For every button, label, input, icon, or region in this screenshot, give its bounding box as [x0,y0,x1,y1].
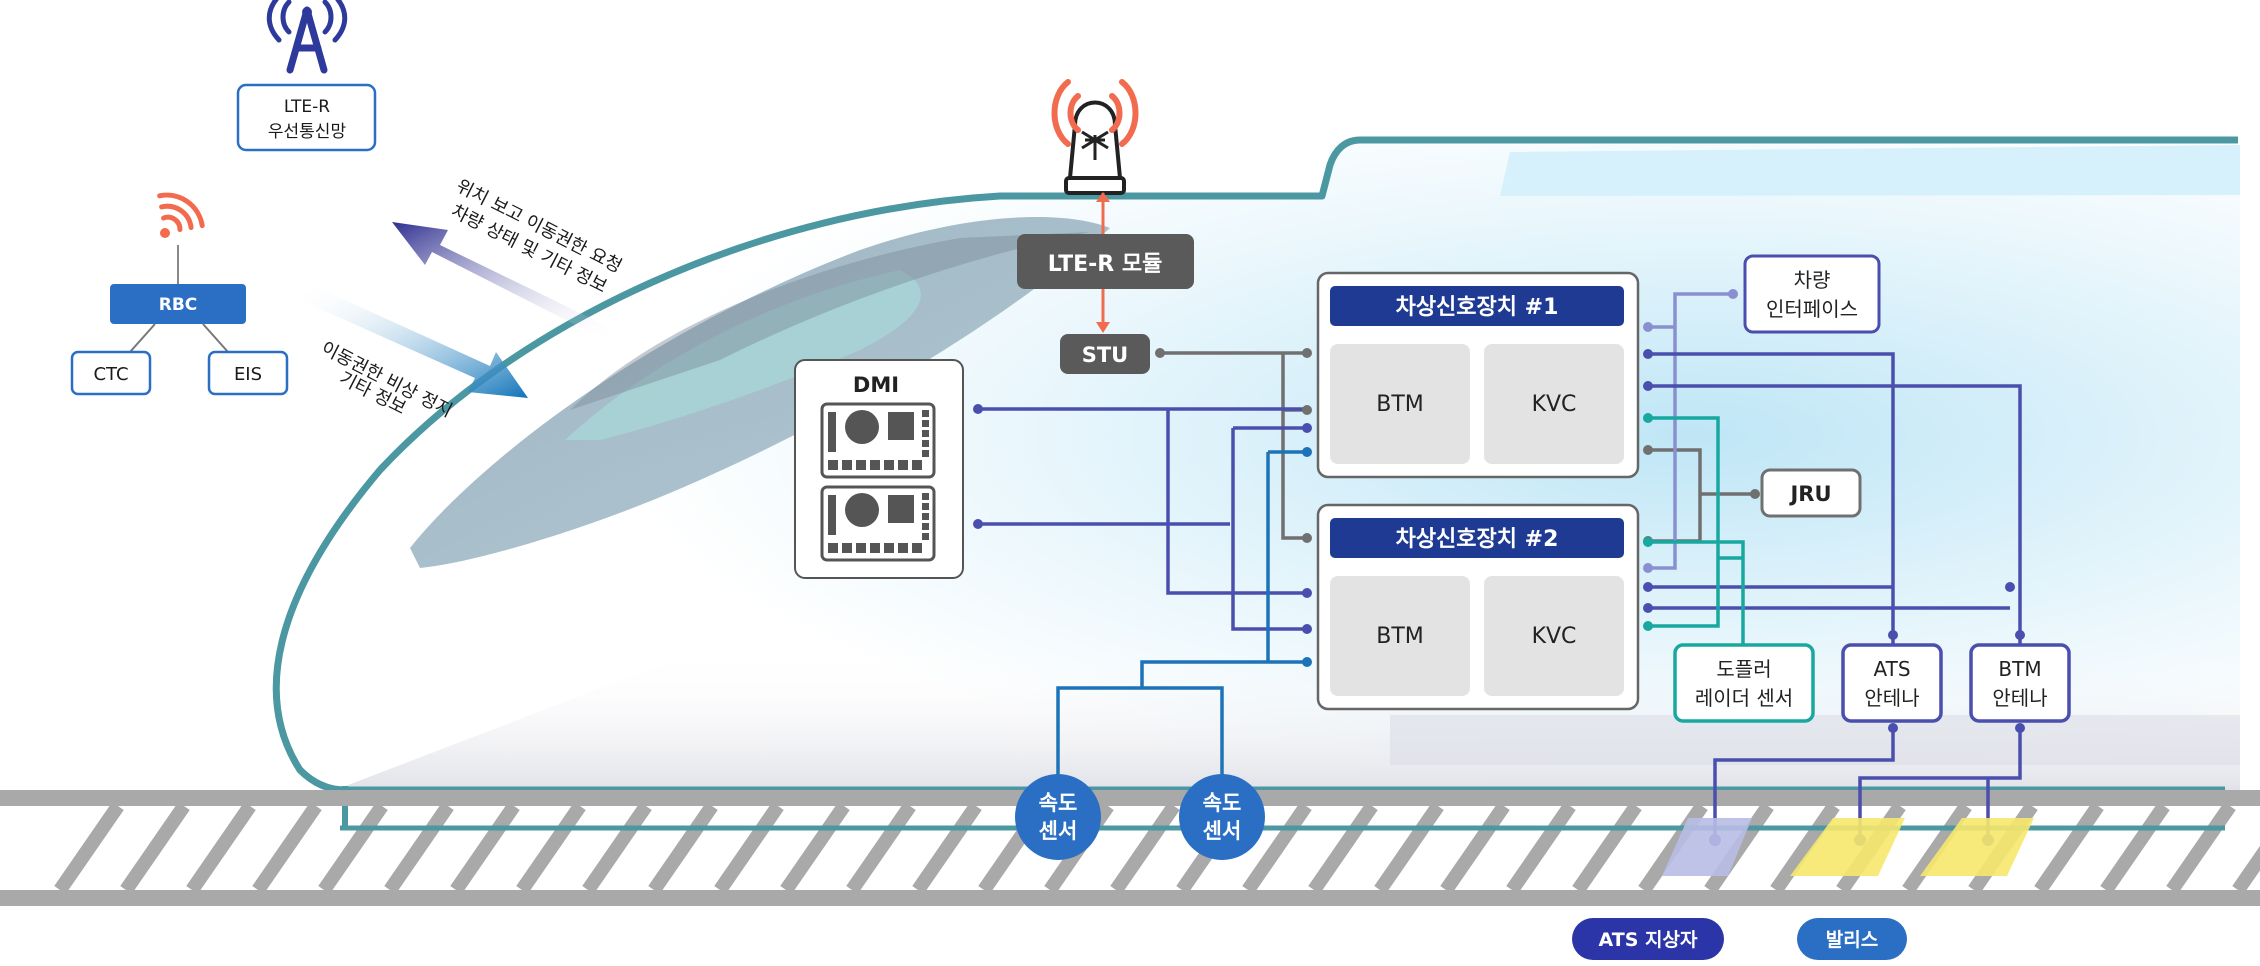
wiring [978,292,2022,840]
track-sleeper [2034,802,2104,894]
unit-1-btm-box [1330,344,1470,464]
lte-r-label-line1: LTE-R [284,97,330,117]
uplink-arrow [392,222,615,340]
track-sleeper [450,802,520,894]
speed-sensor-1-line1: 속도 [1039,791,1078,815]
track-sleeper [384,802,454,894]
speed-sensor-1 [1015,774,1101,860]
speed-sensor-2-line1: 속도 [1203,791,1242,815]
track-sleeper [1506,802,1576,894]
ctc-label: CTC [93,364,128,385]
lte-r-module-label: LTE-R 모듈 [1048,252,1163,277]
ats-beacon-label: ATS 지상자 [1599,929,1698,951]
ats-beacon-label-pill [1572,918,1724,960]
ats-antenna-line1: ATS [1873,657,1910,681]
btm-antenna-line2: 안테나 [1992,686,2047,710]
track-sleeper [2166,802,2236,894]
onboard-unit-1-header [1330,286,1624,326]
jru-label: JRU [1788,482,1831,506]
lte-r-label-line2: 우선통신망 [268,122,347,142]
dmi-screen-icon [820,402,936,479]
track-sleeper [1308,802,1378,894]
stu-label: STU [1082,343,1129,367]
track-sleeper [2232,845,2260,894]
track-sleeper [912,802,982,894]
eis-box [207,350,289,396]
lte-r-network-box [236,83,377,152]
dmi-label: DMI [853,373,899,397]
track-sleeper [780,802,850,894]
track-sleeper [648,802,718,894]
onboard-unit-1-title: 차상신호장치 #1 [1396,295,1559,320]
speed-sensor-2-line2: 센서 [1203,819,1242,843]
ats-beacon-shape [1662,818,1752,876]
doppler-line1: 도플러 [1716,657,1771,681]
ctc-box [70,350,152,396]
track-sleeper [186,802,256,894]
track-sleeper [714,802,784,894]
ats-antenna-box [1841,643,1943,723]
onboard-unit-2-title: 차상신호장치 #2 [1396,527,1559,552]
balise-shape-1 [1790,818,1905,876]
track-sleeper [2100,802,2170,894]
track-sleeper [1440,802,1510,894]
unit-1-kvc-box [1484,344,1624,464]
speed-sensor-1-line2: 센서 [1039,819,1078,843]
track-sleeper [1572,802,1642,894]
balise-label-pill [1797,918,1907,960]
beacon-light-icon [1051,79,1139,195]
balise-label: 발리스 [1826,929,1878,951]
lte-tower-icon [266,0,348,74]
btm-antenna-box [1969,643,2071,723]
unit-2-btm-label: BTM [1376,624,1424,649]
track-sleeper [1110,802,1180,894]
wifi-signal-icon [157,192,205,285]
dmi-screen-icon [820,485,936,562]
track-sleeper [120,802,190,894]
stu-box [1060,334,1150,374]
track-sleeper [54,802,124,894]
btm-antenna-line1: BTM [1998,657,2041,681]
doppler-line2: 레이더 센서 [1695,686,1793,710]
rbc-label: RBC [159,295,198,315]
track-sleeper [1374,802,1444,894]
track-sleeper [252,802,322,894]
speed-sensor-2 [1179,774,1265,860]
jru-box [1760,468,1862,518]
vehicle-interface-line2: 인터페이스 [1766,297,1858,321]
track-sleeper [1242,802,1312,894]
ats-antenna-line2: 안테나 [1864,686,1919,710]
vehicle-interface-box [1743,254,1881,334]
track-sleeper [1902,802,1972,894]
track-sleeper [1770,802,1840,894]
track-sleeper [516,802,586,894]
unit-2-kvc-box [1484,576,1624,696]
unit-1-btm-label: BTM [1376,392,1424,417]
downlink-arrow [300,285,528,398]
railway-track [0,790,2260,906]
vehicle-interface-line1: 차량 [1794,268,1831,292]
balise-shape-2 [1920,818,2034,876]
unit-2-kvc-label: KVC [1532,624,1577,649]
onboard-unit-2-header [1330,518,1624,558]
track-sleeper [846,802,916,894]
lte-r-module-box [1017,234,1194,289]
rbc-box [110,284,246,324]
track-sleeper [318,802,388,894]
unit-2-btm-box [1330,576,1470,696]
unit-1-kvc-label: KVC [1532,392,1577,417]
doppler-radar-box [1673,643,1815,723]
eis-label: EIS [234,364,262,385]
track-sleeper [582,802,652,894]
